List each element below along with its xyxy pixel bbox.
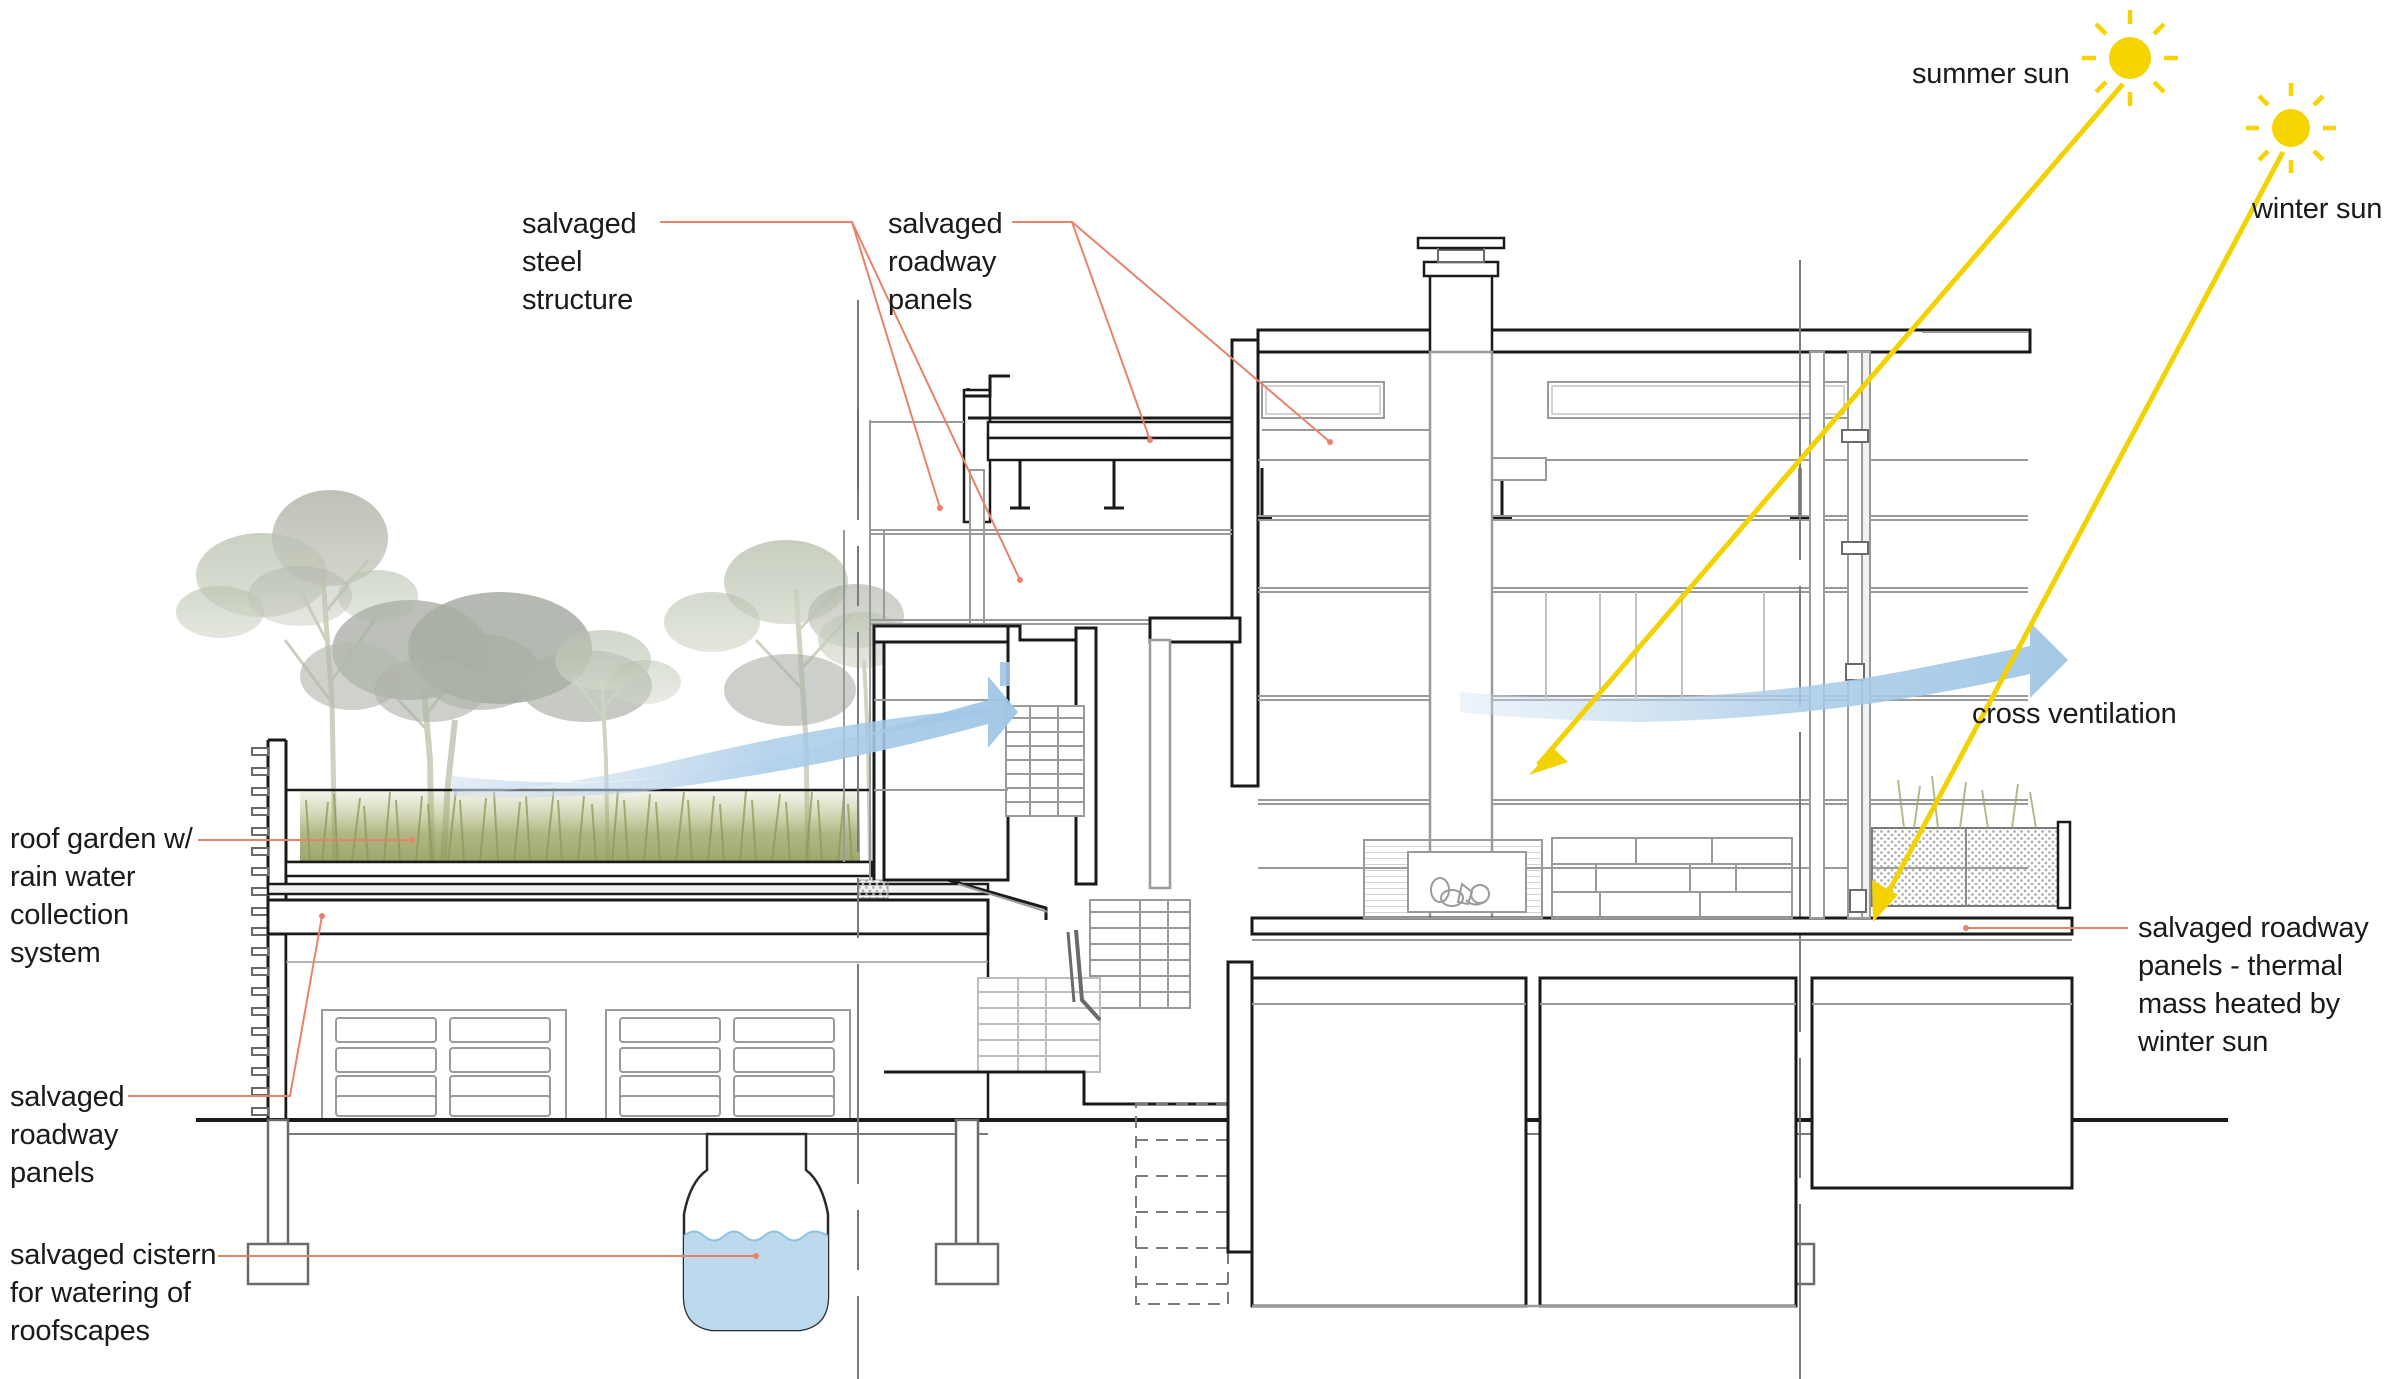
winter-sun-icon: [2246, 83, 2336, 173]
winter-sun-ray: [1872, 150, 2286, 922]
leader-salvaged-roadway-panels-thermal: [1963, 925, 2128, 931]
label-salvaged-roadway-panels-thermal: salvaged roadway panels - thermal mass h…: [2138, 912, 2369, 1058]
roof-garden-grass: [300, 787, 860, 863]
label-winter-sun: winter sun: [2252, 193, 2383, 225]
label-salvaged-cistern: salvaged cistern for watering of roofsca…: [10, 1239, 217, 1347]
leader-salvaged-steel-structure: [660, 221, 1023, 583]
upper-left-cantilever: [962, 338, 1810, 788]
chimney: [1416, 236, 1506, 355]
left-rail-ticks: [251, 747, 269, 1116]
left-column-and-footing: [246, 1118, 310, 1286]
leader-roof-garden: [198, 837, 415, 843]
label-summer-sun: summer sun: [1912, 58, 2070, 90]
leader-salvaged-cistern: [218, 1253, 759, 1259]
garage-door-left: [321, 1009, 567, 1121]
stone-wall-pattern: [1551, 837, 1793, 919]
label-salvaged-roadway-panels-left: salvaged roadway panels: [10, 1081, 125, 1189]
summer-sun-icon: [2082, 10, 2178, 106]
label-salvaged-steel-structure: salvaged steel structure: [522, 208, 637, 316]
label-roof-garden-rainwater: roof garden w/ rain water collection sys…: [10, 823, 193, 969]
roof-garden-trees: [176, 490, 906, 867]
ventilation-arrow-lower: [452, 662, 1018, 798]
ventilation-arrow-upper: [1460, 622, 2068, 722]
label-cross-ventilation: cross ventilation: [1972, 698, 2177, 730]
main-upper-block: [1232, 236, 2032, 920]
garage-door-right: [605, 1009, 851, 1121]
roof-garden-slab: [266, 788, 990, 936]
leader-salvaged-roadway-panels-left: [128, 913, 325, 1097]
mid-upper-volume: [872, 624, 1010, 880]
fireplace: [1363, 839, 1543, 919]
lower-right-wing: [1250, 916, 2074, 1308]
label-salvaged-roadway-panels-top: salvaged roadway panels: [888, 208, 1003, 316]
stair-flight-mid: [1089, 899, 1191, 1009]
summer-sun-ray: [1529, 82, 2125, 775]
upper-left-mullions: [843, 530, 885, 862]
mid-column-and-footing: [934, 1118, 1000, 1286]
stair-flight-upper: [1005, 705, 1085, 817]
leader-salvaged-roadway-panels-top: [1012, 221, 1333, 445]
